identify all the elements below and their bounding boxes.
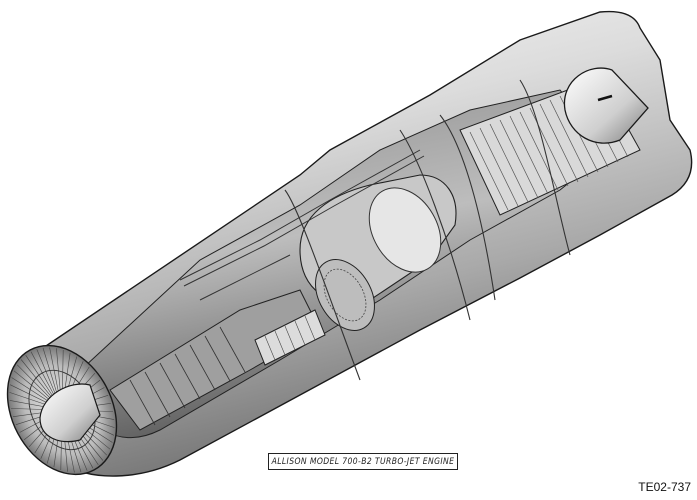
casing-bands [284, 79, 571, 381]
inlet-nose-cone [39, 383, 101, 443]
turbine-wheel [315, 259, 375, 331]
diagram-caption: ALLISON MODEL 700-B2 TURBO-JET ENGINE [268, 453, 458, 470]
accessory-pipes [179, 149, 425, 301]
caption-text: ALLISON MODEL 700-B2 TURBO-JET ENGINE [271, 456, 455, 467]
compressor-section [109, 289, 326, 431]
reference-code: TE02-737 [638, 480, 691, 494]
exhaust-tail-cone [563, 67, 649, 144]
